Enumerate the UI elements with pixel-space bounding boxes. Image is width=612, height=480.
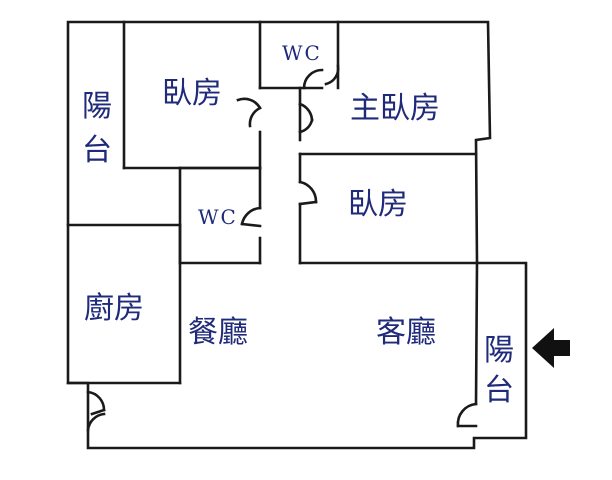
label-kitchen: 廚房 — [84, 291, 144, 326]
door-hall-upper-swing — [298, 118, 314, 134]
label-living: 客廳 — [376, 315, 436, 350]
door-wc-top — [302, 68, 324, 90]
arrow-left-icon — [532, 328, 570, 368]
door-wc-mid — [240, 206, 262, 226]
entrance-arrow-icon — [532, 328, 570, 368]
balcony-right-inner-wall — [474, 261, 479, 406]
door-bedroom — [236, 97, 262, 110]
label-dining: 餐廳 — [188, 315, 248, 350]
label-wc-mid: WC — [198, 205, 238, 229]
label-balcony-left-1: 陽 — [82, 89, 112, 124]
door-bedroom-mid-swing — [298, 200, 318, 206]
label-balcony-right-2: 台 — [484, 373, 514, 408]
door-bedroom-mid — [298, 180, 318, 204]
door-master-wc — [324, 64, 340, 86]
label-bedroom-mid: 臥房 — [348, 187, 408, 222]
label-balcony-right-1: 陽 — [484, 333, 514, 368]
door-hall-upper — [298, 102, 314, 122]
doors — [86, 64, 478, 432]
door-bedroom-swing — [248, 106, 262, 128]
label-master-bedroom: 主臥房 — [350, 91, 440, 126]
door-wc-mid-swing — [240, 222, 262, 228]
door-entry-left — [86, 390, 106, 412]
label-balcony-left-2: 台 — [82, 133, 112, 168]
room-labels: 臥房 WC 主臥房 臥房 WC 廚房 餐廳 客廳 陽 台 陽 台 — [82, 41, 514, 408]
label-bedroom-top: 臥房 — [162, 76, 222, 111]
outer-wall — [66, 20, 528, 450]
door-entry-left-swing — [90, 408, 106, 416]
door-entry-left-2 — [86, 412, 106, 432]
door-balcony-right — [456, 402, 478, 428]
label-wc-top: WC — [282, 41, 322, 65]
walls — [66, 20, 528, 450]
